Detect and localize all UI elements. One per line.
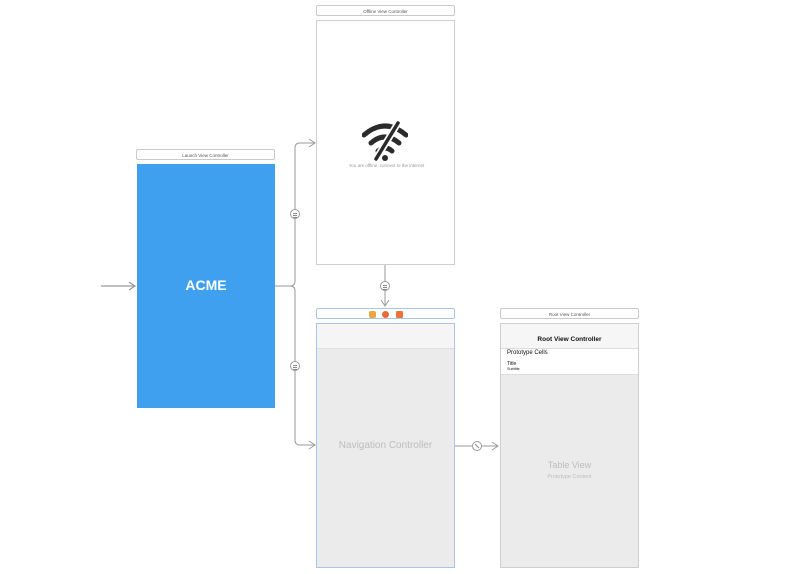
launch-scene-title[interactable]: Launch View Controller <box>136 149 275 160</box>
offline-scene-title[interactable]: Offline View Controller <box>316 5 455 16</box>
cell-title: Title <box>507 361 517 367</box>
segue-icon[interactable] <box>290 361 300 371</box>
first-responder-icon[interactable] <box>382 311 389 318</box>
navigation-bar: Root View Controller <box>501 324 638 349</box>
wifi-off-icon <box>362 121 408 161</box>
segue-icon[interactable] <box>380 281 390 291</box>
controller-icon[interactable] <box>369 311 376 318</box>
offline-scene[interactable]: You are offline, connect to the internet <box>316 20 455 265</box>
launch-scene[interactable]: ACME <box>137 164 275 408</box>
navigation-controller-label: Navigation Controller <box>338 440 433 451</box>
offline-message: You are offline, connect to the internet <box>348 163 425 168</box>
navigation-bar <box>317 324 454 349</box>
navigation-scene[interactable]: Navigation Controller <box>316 323 455 568</box>
root-scene[interactable]: Root View Controller Prototype Cells Tit… <box>500 323 639 568</box>
segue-icon[interactable] <box>290 209 300 219</box>
section-header: Prototype Cells <box>507 350 548 356</box>
relationship-segue-icon[interactable] <box>472 441 482 451</box>
relationship-icon <box>474 443 480 449</box>
navigation-scene-dock[interactable] <box>316 308 455 319</box>
table-view-label: Table View <box>547 460 592 470</box>
root-scene-title[interactable]: Root View Controller <box>500 308 639 319</box>
nav-title: Root View Controller <box>537 336 602 343</box>
prototype-cell[interactable]: Prototype Cells Title Subtitle <box>501 349 638 375</box>
cell-subtitle: Subtitle <box>507 367 520 371</box>
brand-label: ACME <box>185 277 227 293</box>
table-view-sublabel: Prototype Content <box>547 474 592 480</box>
exit-icon[interactable] <box>396 311 403 318</box>
